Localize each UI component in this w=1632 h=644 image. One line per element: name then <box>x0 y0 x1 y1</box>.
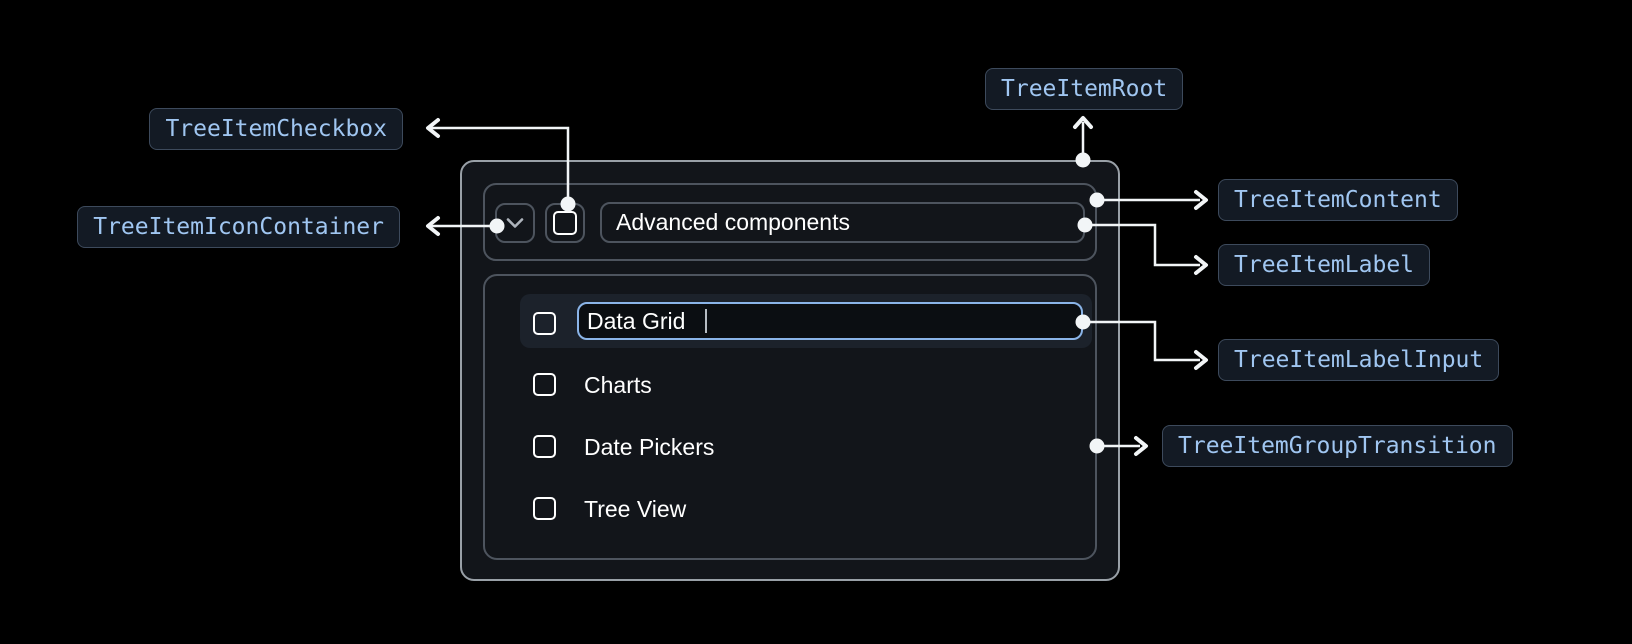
tree-item-root <box>460 160 1120 581</box>
tree-item-row[interactable]: Tree View <box>584 495 686 523</box>
checkbox-unchecked-icon <box>553 211 577 235</box>
label-input[interactable] <box>579 304 1081 338</box>
annotation-tree-item-label-input: TreeItemLabelInput <box>1218 339 1500 381</box>
chevron-down-icon <box>506 218 524 228</box>
text-cursor <box>705 309 707 333</box>
tree-item-checkbox[interactable] <box>533 497 556 520</box>
tree-item-label-text: Advanced components <box>616 209 850 235</box>
tree-item-label: Advanced components <box>600 202 1085 243</box>
tree-item-group-transition <box>483 274 1097 560</box>
tree-item-checkbox[interactable] <box>533 373 556 396</box>
annotation-tree-item-content: TreeItemContent <box>1218 179 1458 221</box>
tree-item-label-input[interactable] <box>577 302 1083 340</box>
tree-item-row[interactable]: Charts <box>584 371 652 399</box>
tree-item-content[interactable] <box>483 183 1097 261</box>
tree-item-icon-container[interactable] <box>495 203 535 243</box>
arrowhead-left-icon <box>426 118 440 138</box>
arrowhead-right-icon <box>1194 190 1208 210</box>
arrowhead-right-icon <box>1194 350 1208 370</box>
tree-item-checkbox[interactable] <box>533 312 556 335</box>
arrowhead-right-icon <box>1134 436 1148 456</box>
annotation-tree-item-label: TreeItemLabel <box>1218 244 1431 286</box>
arrowhead-up-icon <box>1073 116 1093 129</box>
tree-item-row[interactable]: Date Pickers <box>584 433 714 461</box>
arrowhead-left-icon <box>426 216 440 236</box>
annotation-tree-item-group-transition: TreeItemGroupTransition <box>1162 425 1513 467</box>
arrowhead-right-icon <box>1194 255 1208 275</box>
tree-item-checkbox[interactable] <box>545 203 585 243</box>
annotation-tree-item-root: TreeItemRoot <box>985 68 1184 110</box>
tree-item-checkbox[interactable] <box>533 435 556 458</box>
tree-item-label-text: Date Pickers <box>584 433 715 460</box>
annotation-tree-item-checkbox: TreeItemCheckbox <box>149 108 403 150</box>
annotation-tree-item-icon-container: TreeItemIconContainer <box>77 206 400 248</box>
tree-item-label-text: Charts <box>584 371 652 398</box>
tree-item-label-text: Tree View <box>584 495 687 522</box>
